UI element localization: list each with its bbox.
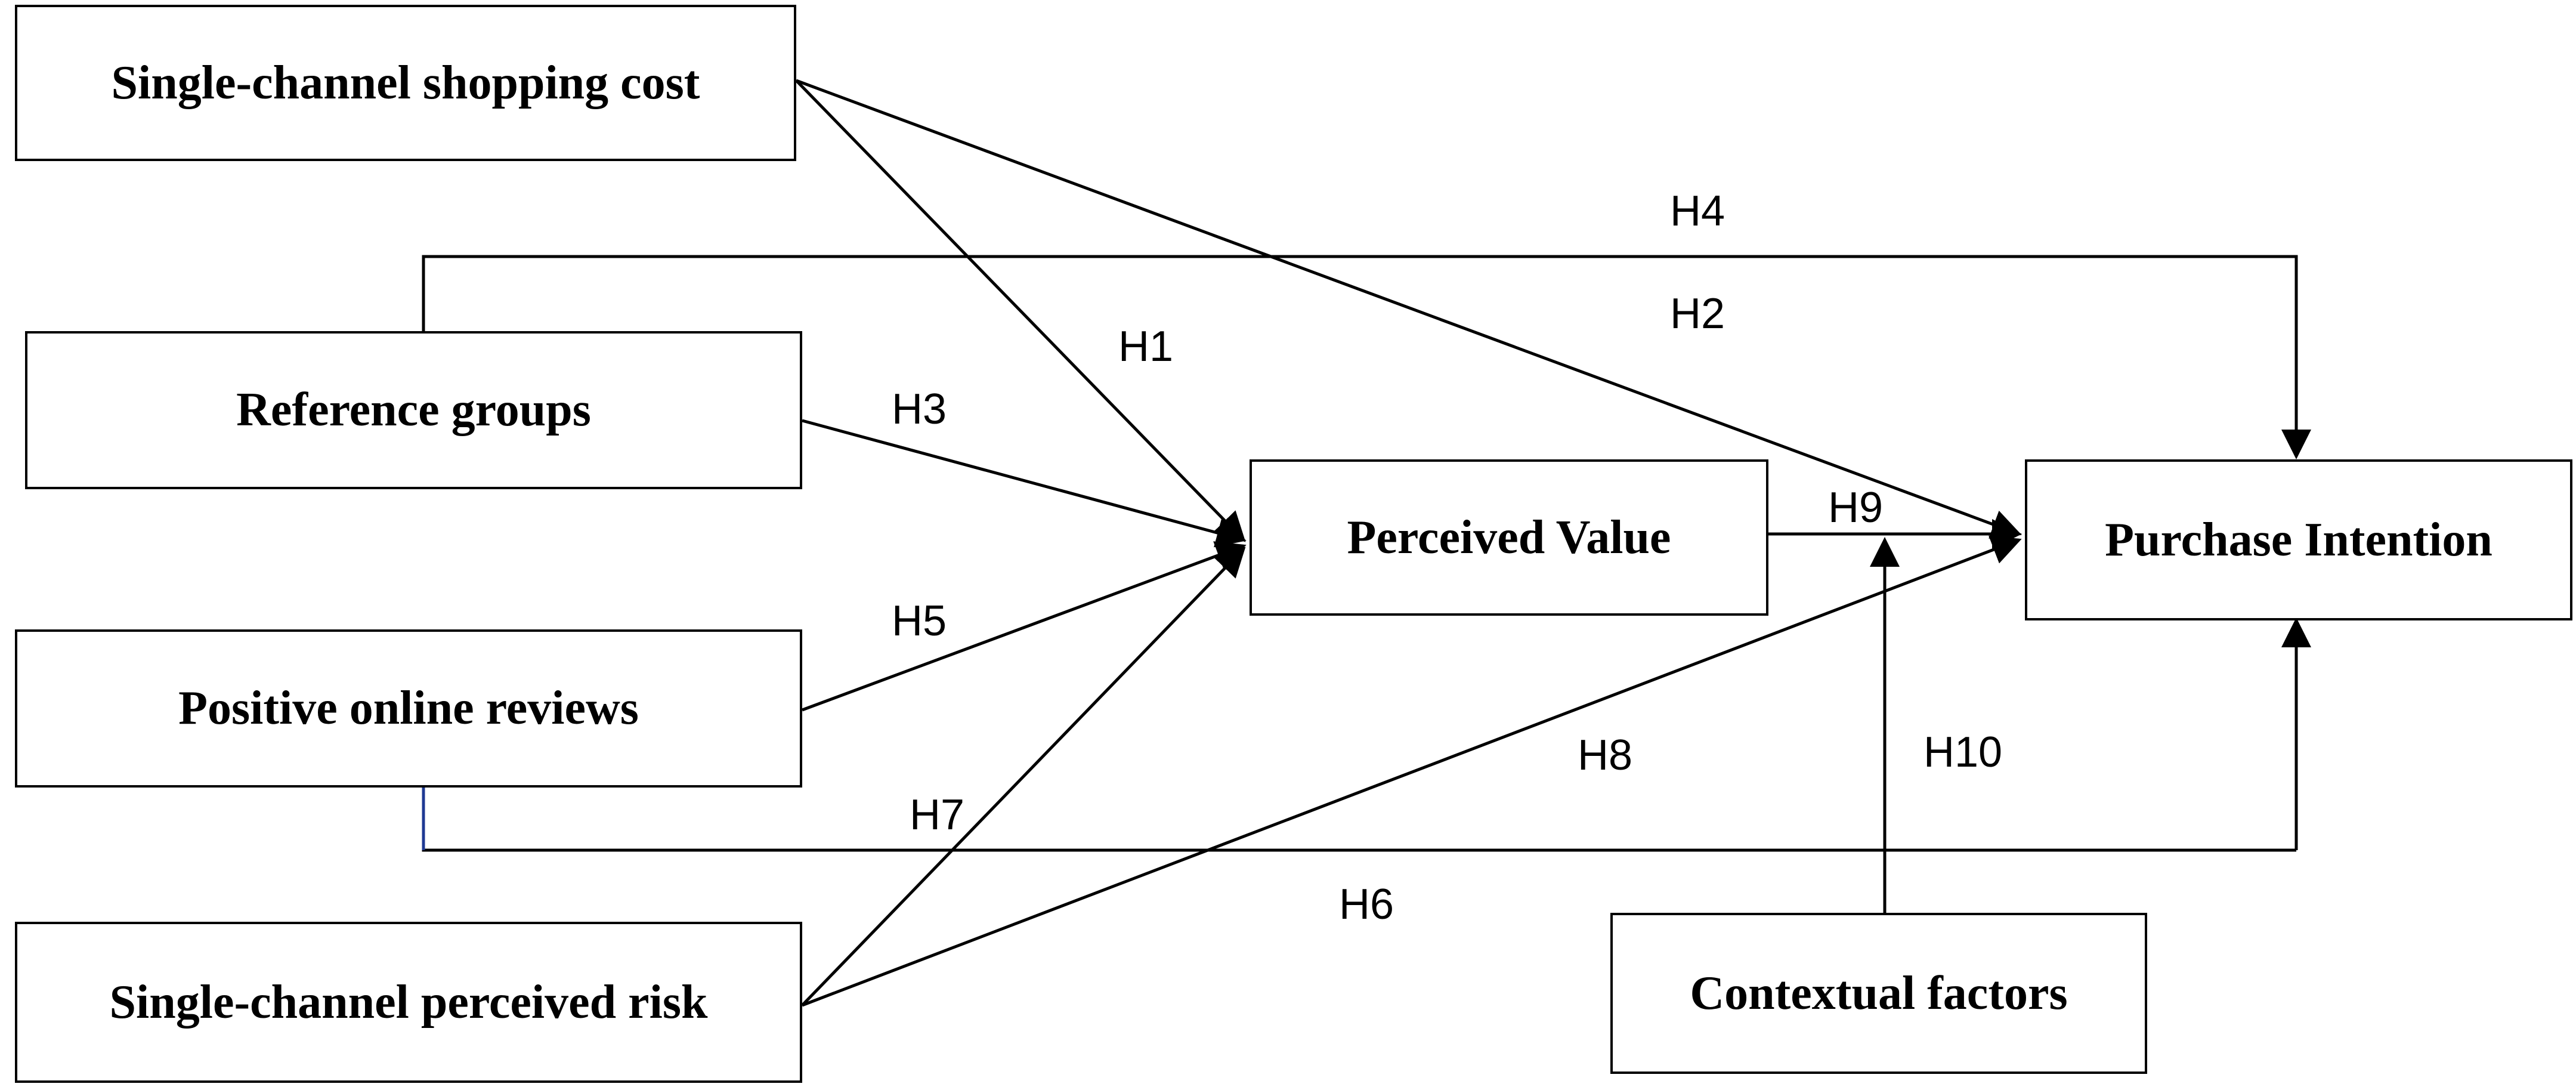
arrow-h8	[802, 535, 2022, 1007]
label-h7: H7	[910, 791, 965, 839]
label-h5: H5	[892, 597, 947, 645]
node-perceived-value: Perceived Value	[1250, 459, 1768, 616]
arrow-h7	[801, 546, 1246, 1006]
arrow-h6-path	[422, 788, 2296, 852]
arrow-h2	[796, 79, 2022, 539]
arrow-h4	[422, 255, 2311, 459]
node-reference-groups: Reference groups	[25, 331, 802, 489]
node-online-reviews-label: Positive online reviews	[178, 682, 639, 734]
node-contextual-factors-label: Contextual factors	[1690, 967, 2068, 1020]
label-h1: H1	[1118, 323, 1174, 370]
node-shopping-cost: Single-channel shopping cost	[15, 5, 796, 161]
label-h9: H9	[1828, 484, 1884, 532]
node-perceived-value-label: Perceived Value	[1347, 511, 1671, 564]
label-h4: H4	[1670, 187, 1725, 235]
node-purchase-intention-label: Purchase Intention	[2105, 513, 2492, 566]
label-h2: H2	[1670, 290, 1725, 338]
node-shopping-cost-label: Single-channel shopping cost	[111, 56, 700, 109]
node-online-reviews: Positive online reviews	[15, 629, 802, 788]
arrow-h5	[802, 541, 1247, 712]
label-h3: H3	[892, 385, 947, 433]
node-contextual-factors: Contextual factors	[1610, 913, 2147, 1074]
arrow-h3	[802, 419, 1247, 548]
node-perceived-risk: Single-channel perceived risk	[15, 922, 802, 1083]
label-h6: H6	[1339, 881, 1394, 928]
node-perceived-risk-label: Single-channel perceived risk	[109, 975, 708, 1029]
label-h10: H10	[1924, 728, 2003, 776]
node-purchase-intention: Purchase Intention	[2025, 459, 2572, 620]
arrow-h1	[795, 79, 1246, 542]
node-reference-groups-label: Reference groups	[236, 384, 591, 436]
label-h8: H8	[1578, 731, 1633, 779]
